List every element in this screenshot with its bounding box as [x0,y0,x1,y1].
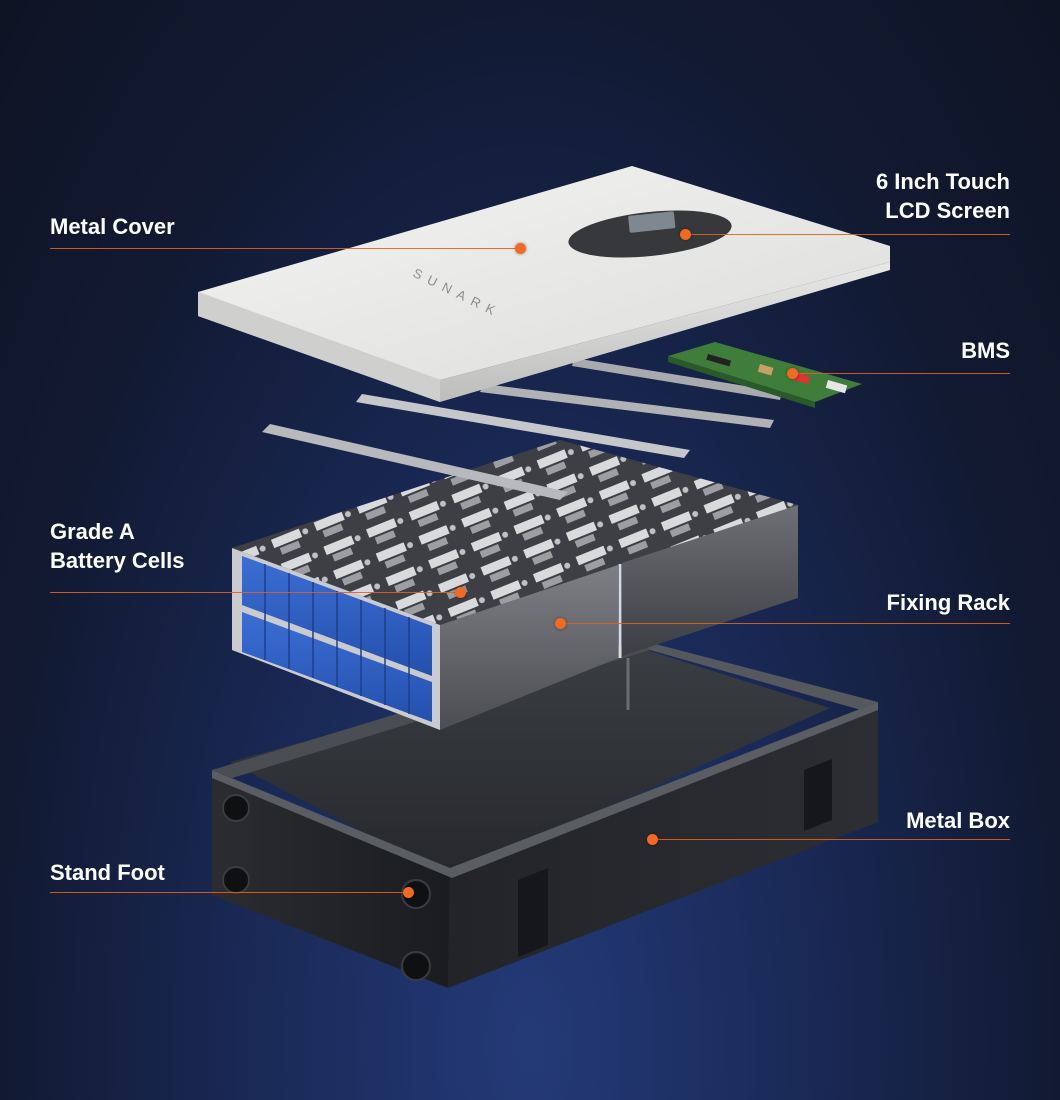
leader-line-lcd-screen [685,234,1010,235]
leader-line-metal-box [652,839,1010,840]
callout-label-lcd-screen: 6 Inch Touch LCD Screen [875,169,1010,223]
metal-box-side-left [212,770,450,988]
busbar-strip-4 [572,358,782,400]
leader-line-stand-foot [50,892,408,893]
metal-box [212,640,878,988]
callout-label-metal-box: Metal Box [906,808,1010,833]
metal-cover: SUNARK [198,166,890,402]
callout-dot-bms [787,368,798,379]
callout-label-metal-cover: Metal Cover [50,214,175,239]
leader-line-fixing-rack [560,623,1010,624]
busbar-strip-2 [356,394,690,458]
callout-dot-fixing-rack [555,618,566,629]
bms-board [668,342,862,408]
callout-label-battery-cells: Grade A Battery Cells [50,519,185,573]
bms-pcb-edge [668,356,815,408]
fixing-rack-side-b [622,505,798,656]
lcd-screen-bezel [568,210,732,258]
stand-foot-4 [401,951,431,981]
busbar-strips [262,358,782,500]
leader-line-bms [792,373,1010,374]
callout-label-fixing-rack: Fixing Rack [886,590,1010,615]
callout-dot-metal-cover [515,243,526,254]
callout-dot-lcd-screen [680,229,691,240]
bms-chip [706,354,732,367]
callout-dot-stand-foot [403,887,414,898]
battery-pack [232,440,798,730]
metal-box-inner [230,648,830,878]
battery-cells-top [232,440,798,625]
bms-connector [825,380,848,394]
callout-label-bms: BMS [961,338,1010,363]
callout-label-stand-foot: Stand Foot [50,860,165,885]
metal-box-front [448,702,878,988]
metal-box-handle-right [804,759,832,831]
fixing-rack-side-a [440,565,618,730]
lcd-screen-display [628,211,676,233]
metal-box-handle-left [518,868,548,957]
busbar-strip-3 [480,384,774,428]
bms-component-1 [757,364,774,376]
busbar-strip-1 [262,424,568,500]
stand-foot-2 [222,866,250,894]
stand-foot-1 [222,794,250,822]
callout-dot-battery-cells [455,587,466,598]
metal-cover-edge-front [198,292,440,402]
callout-dot-metal-box [647,834,658,845]
leader-line-metal-cover [50,248,520,249]
battery-cell-dividers [264,564,410,714]
metal-box-rim-right [640,640,878,712]
leader-line-battery-cells [50,592,460,593]
